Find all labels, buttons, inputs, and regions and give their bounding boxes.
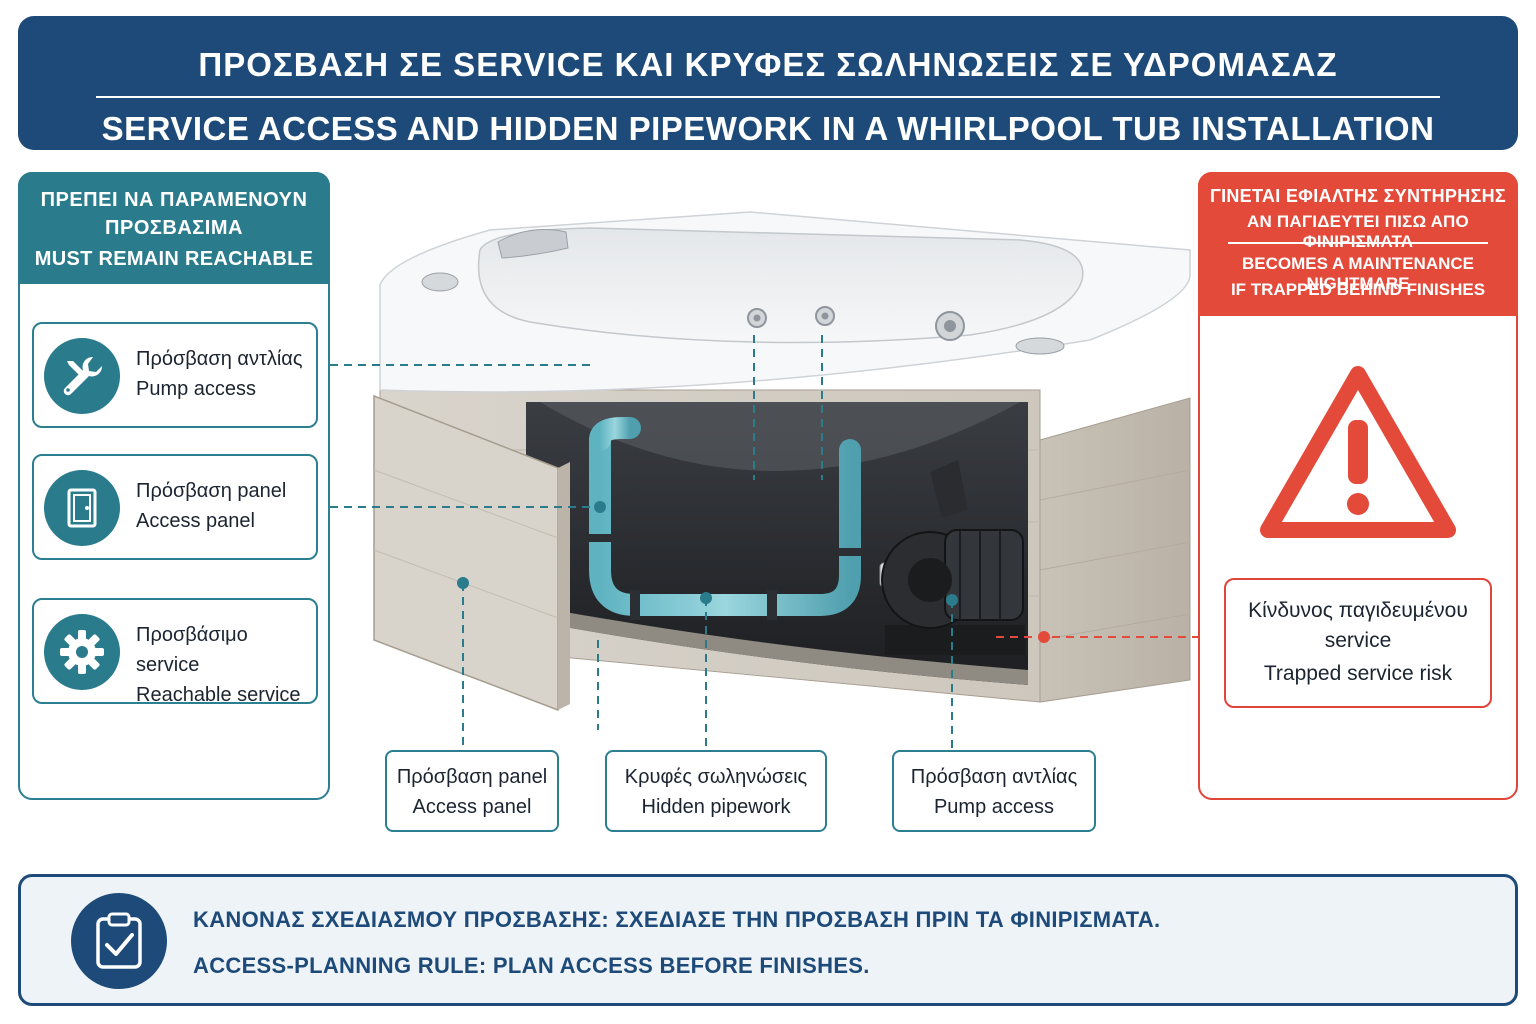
reachable-item-panel: Πρόσβαση panel Access panel — [32, 454, 318, 560]
callout-hidden-pipework: Κρυφές σωληνώσεις Hidden pipework — [605, 750, 827, 832]
rule-english: ACCESS-PLANNING RULE: PLAN ACCESS BEFORE… — [193, 953, 870, 978]
reachable-item-panel-greek: Πρόσβαση panel — [136, 480, 287, 502]
trapped-heading-english-2: IF TRAPPED BEHIND FINISHES — [1230, 280, 1486, 299]
risk-leader-dot — [1038, 631, 1050, 643]
trapped-service-risk-box: Κίνδυνος παγιδευμένου service Trapped se… — [1224, 578, 1492, 708]
tub-diagram: Πρόσβαση panel Access panel Κρυφές σωλην… — [316, 150, 1198, 870]
door-panel-icon — [44, 470, 120, 546]
reachable-item-pump-greek: Πρόσβαση αντλίας — [136, 348, 303, 370]
access-planning-rule: ΚΑΝΟΝΑΣ ΣΧΕΔΙΑΣΜΟΥ ΠΡΟΣΒΑΣΗΣ: ΣΧΕΔΙΑΣΕ Τ… — [18, 874, 1518, 1006]
title-english: SERVICE ACCESS AND HIDDEN PIPEWORK IN A … — [101, 110, 1435, 147]
callout-access-panel-greek: Πρόσβαση panel — [396, 766, 548, 788]
removable-access-panel — [373, 394, 570, 712]
callout-access-panel: Πρόσβαση panel Access panel — [385, 750, 559, 832]
headrest — [497, 229, 569, 259]
title-greek: ΠΡΟΣΒΑΣΗ ΣΕ SERVICE ΚΑΙ ΚΡΥΦΕΣ ΣΩΛΗΝΩΣΕΙ… — [198, 46, 1338, 83]
reachable-heading-greek-2: ΠΡΟΣΒΑΣΙΜΑ — [105, 217, 243, 239]
title-divider — [96, 96, 1440, 98]
trapped-heading-greek-1: ΓΙΝΕΤΑΙ ΕΦΙΑΛΤΗΣ ΣΥΝΤΗΡΗΣΗΣ — [1209, 186, 1507, 206]
title-banner: ΠΡΟΣΒΑΣΗ ΣΕ SERVICE ΚΑΙ ΚΡΥΦΕΣ ΣΩΛΗΝΩΣΕΙ… — [18, 16, 1518, 150]
reachable-item-service: Προσβάσιμο service Reachable service — [32, 598, 318, 706]
reachable-panel: ΠΡΕΠΕΙ ΝΑ ΠΑΡΑΜΕΝΟΥΝ ΠΡΟΣΒΑΣΙΜΑ MUST REM… — [18, 172, 330, 800]
callout-hidden-pipework-english: Hidden pipework — [641, 796, 791, 818]
trapped-heading-greek-2: ΑΝ ΠΑΓΙΔΕΥΤΕΙ ΠΙΣΩ ΑΠΟ ΦΙΝΙΡΙΣΜΑΤΑ — [1247, 212, 1469, 251]
risk-greek-2: service — [1324, 629, 1392, 652]
trapped-panel: ΓΙΝΕΤΑΙ ΕΦΙΑΛΤΗΣ ΣΥΝΤΗΡΗΣΗΣ ΑΝ ΠΑΓΙΔΕΥΤΕ… — [1198, 172, 1518, 800]
trapped-heading-english-1: BECOMES A MAINTENANCE NIGHTMARE — [1241, 254, 1475, 293]
leader-lines — [316, 335, 953, 750]
rule-greek: ΚΑΝΟΝΑΣ ΣΧΕΔΙΑΣΜΟΥ ΠΡΟΣΒΑΣΗΣ: ΣΧΕΔΙΑΣΕ Τ… — [193, 907, 1161, 932]
reachable-item-service-greek: Προσβάσιμο service — [136, 624, 248, 676]
wrench-icon — [44, 338, 120, 414]
tub-basin — [477, 227, 1084, 344]
clipboard-check-icon — [71, 893, 167, 989]
callout-pump-access-english: Pump access — [933, 796, 1055, 818]
risk-english: Trapped service risk — [1263, 662, 1453, 685]
rim-control — [421, 272, 459, 292]
leader-dots — [457, 501, 958, 606]
cabinet-side — [1039, 397, 1191, 703]
risk-greek-1: Κίνδυνος παγιδευμένου — [1248, 599, 1468, 622]
reachable-item-pump-english: Pump access — [136, 378, 257, 400]
reachable-item-panel-english: Access panel — [136, 510, 255, 532]
reachable-item-service-english: Reachable service — [136, 684, 301, 706]
reachable-panel-heading: ΠΡΕΠΕΙ ΝΑ ΠΑΡΑΜΕΝΟΥΝ ΠΡΟΣΒΑΣΙΜΑ MUST REM… — [18, 172, 330, 284]
gear-icon — [44, 614, 120, 690]
tub-illustration — [316, 211, 1198, 750]
hidden-pipework — [588, 417, 903, 620]
callout-pump-access: Πρόσβαση αντλίας Pump access — [892, 750, 1096, 832]
trapped-heading-divider — [1228, 242, 1488, 244]
callout-pump-access-greek: Πρόσβαση αντλίας — [910, 766, 1078, 788]
jet-nozzles — [747, 306, 965, 341]
warning-triangle-icon — [1260, 366, 1456, 538]
callout-access-panel-english: Access panel — [412, 796, 532, 818]
reachable-heading-english: MUST REMAIN REACHABLE — [34, 248, 314, 270]
trapped-panel-heading: ΓΙΝΕΤΑΙ ΕΦΙΑΛΤΗΣ ΣΥΝΤΗΡΗΣΗΣ ΑΝ ΠΑΓΙΔΕΥΤΕ… — [1198, 172, 1518, 316]
callout-hidden-pipework-greek: Κρυφές σωληνώσεις — [624, 766, 808, 788]
reachable-heading-greek-1: ΠΡΕΠΕΙ ΝΑ ΠΑΡΑΜΕΝΟΥΝ — [40, 189, 308, 211]
rim-control-right — [1015, 337, 1065, 355]
whirlpool-pump — [881, 460, 1025, 655]
reachable-item-pump: Πρόσβαση αντλίας Pump access — [32, 322, 318, 428]
